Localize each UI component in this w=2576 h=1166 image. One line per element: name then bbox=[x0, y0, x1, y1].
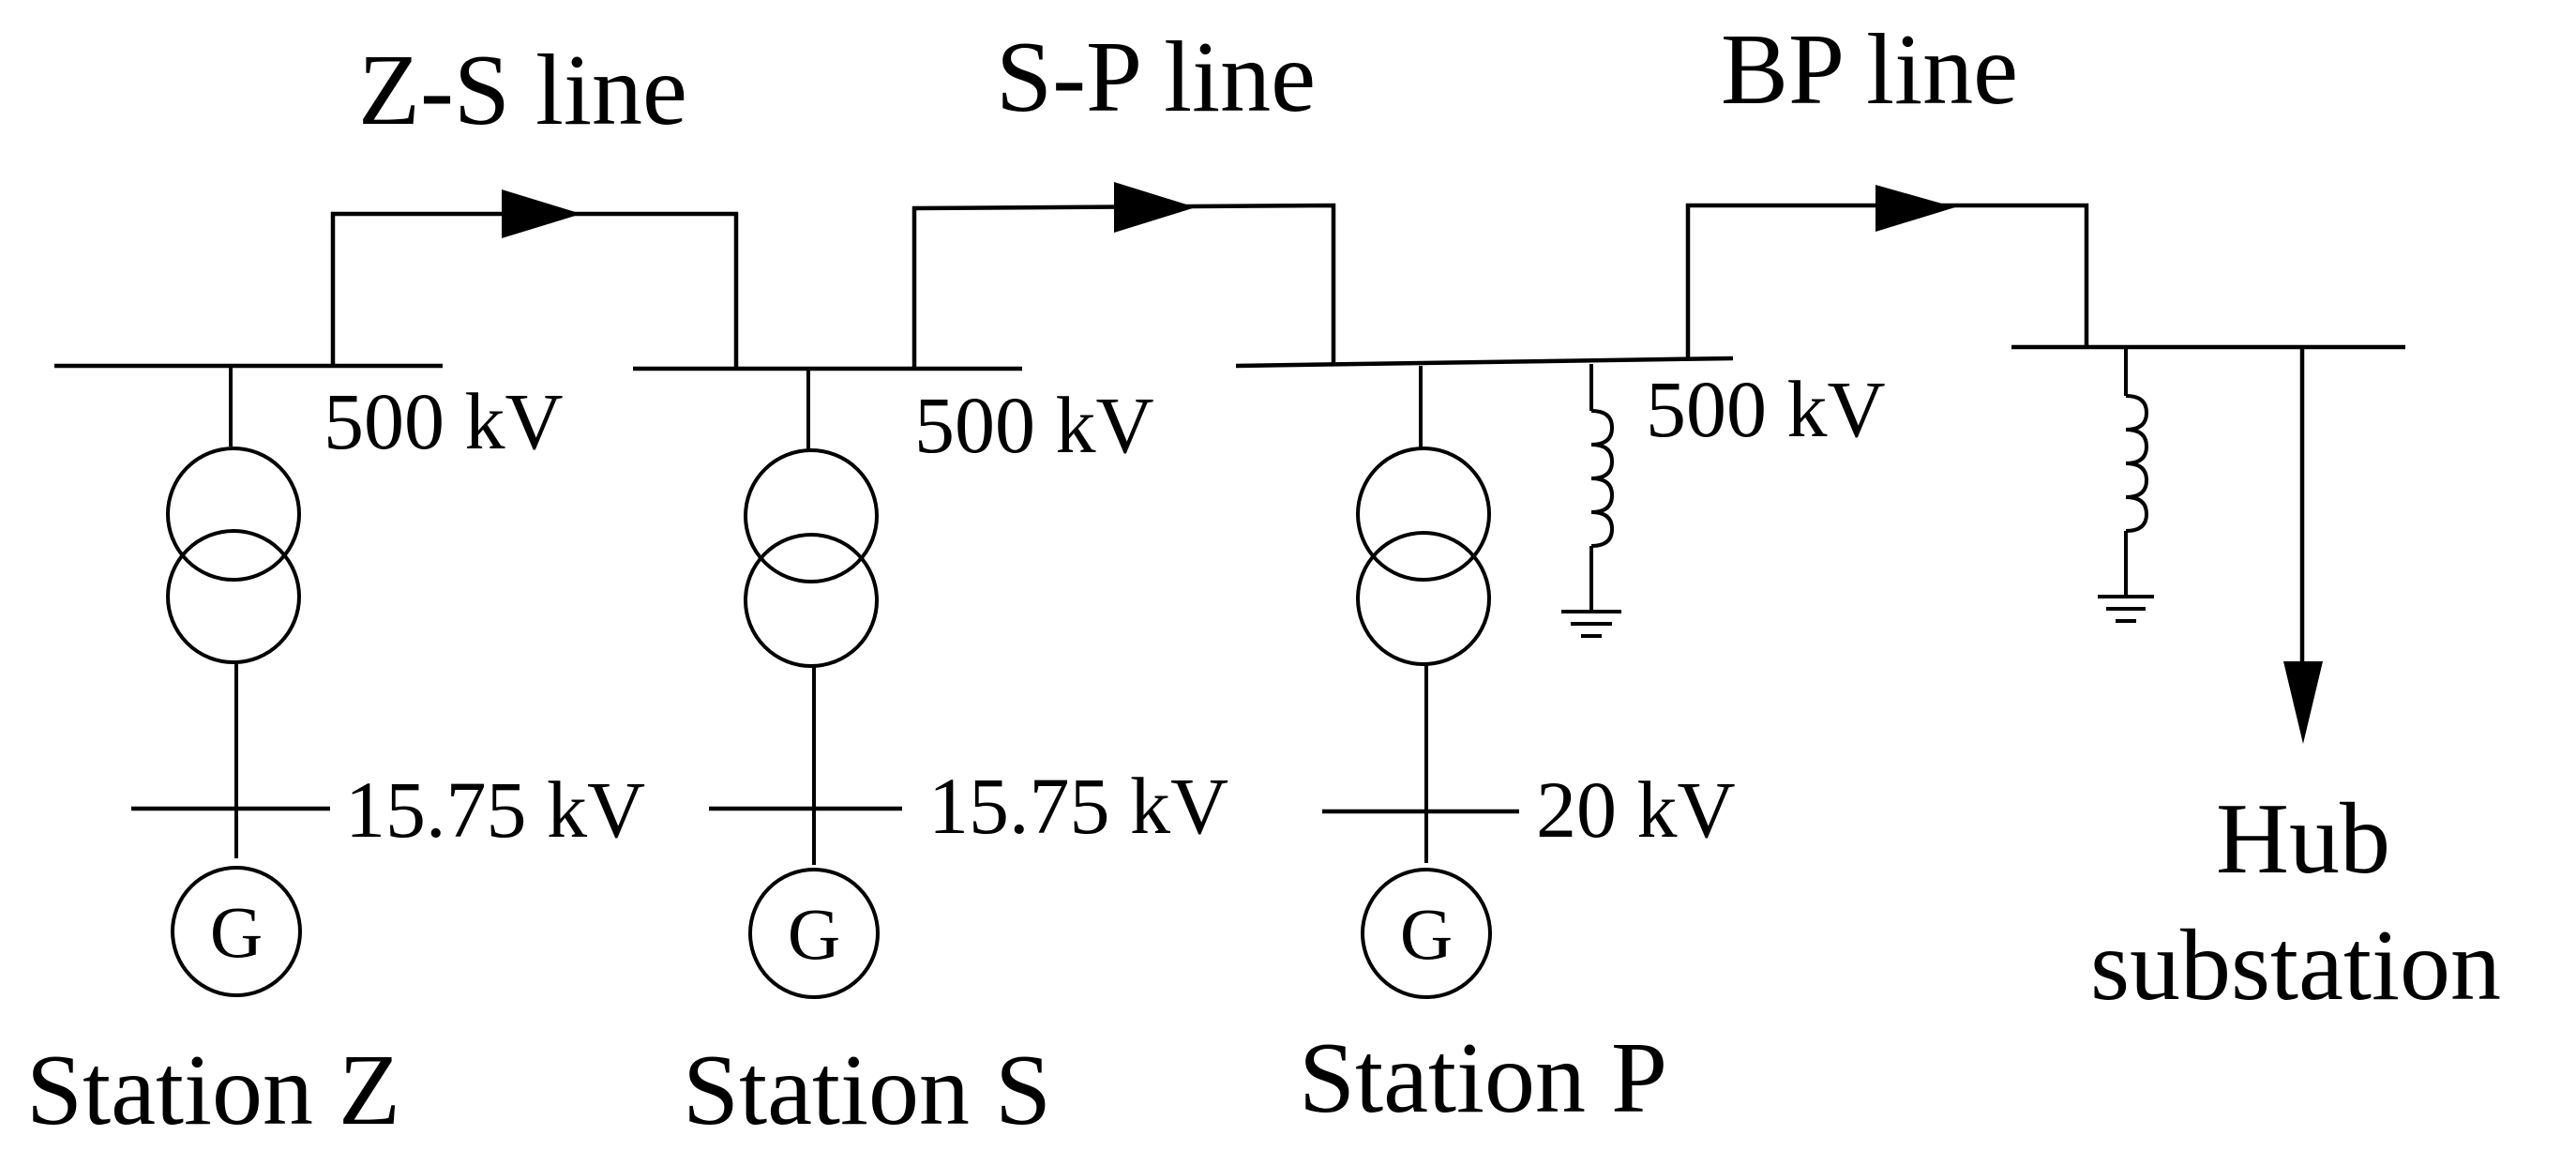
station-p: G 20 kV Station P bbox=[1299, 366, 1736, 1134]
station-name-z: Station Z bbox=[26, 1035, 400, 1146]
bus-500kv-p bbox=[1235, 356, 1734, 369]
lv-bus-voltage-z: 15.75 kV bbox=[345, 765, 645, 855]
station-name-p: Station P bbox=[1299, 1022, 1667, 1134]
station-name-s: Station S bbox=[683, 1035, 1051, 1146]
station-z: G 15.75 kV Station Z bbox=[26, 366, 645, 1146]
transmission-line-s-p bbox=[911, 182, 1336, 369]
shunt-reactor-p bbox=[1561, 364, 1621, 638]
power-flow-arrow-icon bbox=[502, 189, 581, 238]
bus-voltage-z: 500 kV bbox=[324, 376, 564, 466]
line-label-s-p: S-P line bbox=[996, 22, 1316, 133]
shunt-reactor-hub bbox=[2098, 347, 2154, 623]
transformer-icon bbox=[744, 448, 879, 583]
inductor-icon bbox=[2125, 394, 2149, 533]
power-flow-arrow-icon bbox=[1114, 182, 1196, 233]
line-label-bp: BP line bbox=[1721, 14, 2018, 126]
line-label-z-s: Z-S line bbox=[358, 35, 687, 146]
generator-icon bbox=[748, 868, 880, 999]
hub-label-line2: substation bbox=[2090, 910, 2501, 1022]
power-flow-arrow-icon bbox=[1876, 185, 1955, 232]
inductor-icon bbox=[1590, 409, 1615, 548]
transformer-icon bbox=[1356, 447, 1491, 582]
transmission-line-bp bbox=[1685, 185, 2089, 359]
generator-icon bbox=[171, 866, 302, 997]
bus-voltage-s: 500 kV bbox=[914, 380, 1154, 470]
lv-bus-voltage-s: 15.75 kV bbox=[928, 761, 1228, 851]
generator-symbol: G bbox=[210, 891, 263, 973]
station-s: G 15.75 kV Station S bbox=[683, 369, 1228, 1146]
transmission-line-z-s bbox=[330, 189, 739, 369]
lv-bus-voltage-p: 20 kV bbox=[1536, 765, 1736, 855]
generator-symbol: G bbox=[1400, 893, 1453, 975]
bus-voltage-p: 500 kV bbox=[1646, 364, 1886, 454]
hub-load bbox=[2283, 347, 2323, 744]
transformer-icon bbox=[166, 447, 301, 582]
hub-label-line1: Hub bbox=[2216, 783, 2390, 895]
generator-icon bbox=[1361, 868, 1492, 999]
load-arrow-icon bbox=[2283, 661, 2323, 744]
generator-symbol: G bbox=[788, 893, 840, 975]
